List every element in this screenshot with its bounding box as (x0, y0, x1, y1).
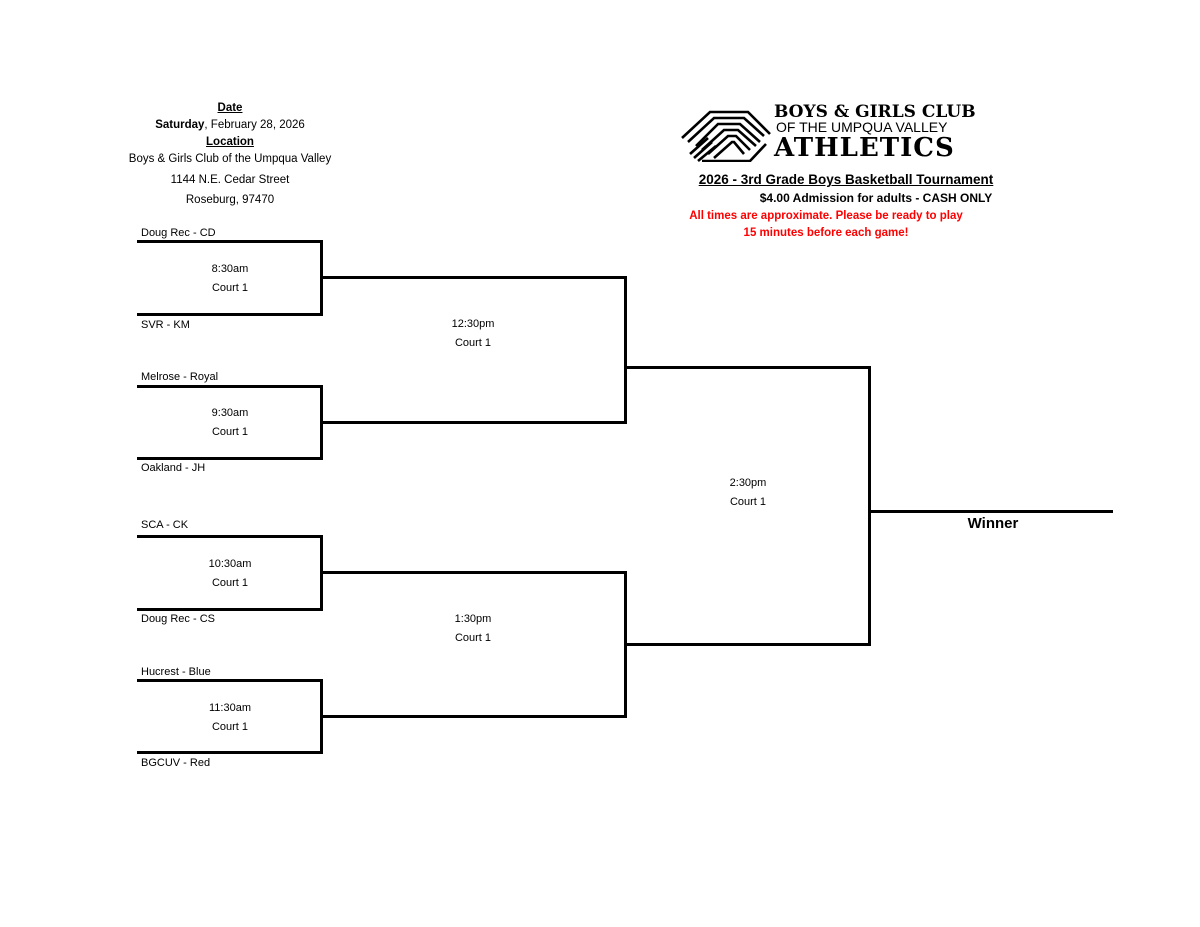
bracket-connector (320, 276, 627, 279)
bracket-line (137, 313, 323, 316)
winner-line (868, 510, 1113, 513)
bracket-line (624, 276, 627, 424)
venue-city: Roseburg, 97470 (185, 194, 275, 206)
team-slot: BGCUV - Red (141, 757, 211, 769)
game-court: Court 1 (454, 337, 492, 349)
game-time: 1:30pm (454, 613, 492, 625)
bracket-line (137, 385, 323, 388)
event-info: Date Saturday, February 28, 2026 Locatio… (100, 100, 360, 209)
venue-street: 1144 N.E. Cedar Street (170, 174, 290, 186)
game-time: 11:30am (209, 702, 251, 714)
game-info: 8:30am Court 1 (170, 260, 290, 298)
game-info: 9:30am Court 1 (170, 404, 290, 442)
logo-line-1: BOYS & GIRLS CLUB (774, 102, 976, 122)
game-time: 10:30am (208, 558, 252, 570)
game-info: 10:30am Court 1 (170, 555, 290, 593)
bracket-connector (320, 571, 627, 574)
timing-notice-line-1: All times are approximate. Please be rea… (689, 210, 963, 222)
venue-name: Boys & Girls Club of the Umpqua Valley (128, 153, 332, 165)
game-time: 2:30pm (729, 477, 767, 489)
team-slot: Doug Rec - CS (141, 613, 215, 625)
team-slot: Doug Rec - CD (141, 227, 216, 239)
team-slot: Oakland - JH (141, 462, 206, 474)
event-date-day: Saturday (155, 119, 205, 131)
game-info: 1:30pm Court 1 (413, 610, 533, 648)
logo-line-2: OF THE UMPQUA VALLEY (776, 119, 948, 135)
game-court: Court 1 (729, 496, 767, 508)
game-time: 9:30am (211, 407, 249, 419)
club-logo: BOYS & GIRLS CLUB OF THE UMPQUA VALLEY A… (678, 102, 1008, 164)
game-info: 11:30am Court 1 (170, 699, 290, 737)
game-info: 2:30pm Court 1 (688, 474, 808, 512)
game-court: Court 1 (211, 721, 249, 733)
timing-notice: All times are approximate. Please be rea… (666, 208, 986, 242)
bracket-connector (624, 366, 871, 369)
event-date: Saturday, February 28, 2026 (100, 117, 360, 134)
admission-info: $4.00 Admission for adults - CASH ONLY (759, 191, 993, 205)
bracket-line (137, 457, 323, 460)
date-heading: Date (217, 102, 243, 114)
team-slot: SVR - KM (141, 319, 190, 331)
location-heading: Location (206, 136, 254, 148)
game-time: 12:30pm (451, 318, 495, 330)
bracket-connector (624, 643, 871, 646)
event-date-rest: , February 28, 2026 (204, 119, 305, 131)
game-court: Court 1 (211, 282, 249, 294)
bracket-line (137, 240, 323, 243)
bracket-connector (320, 421, 627, 424)
bracket-line (868, 366, 871, 646)
bracket-line (137, 679, 323, 682)
bracket-line (137, 608, 323, 611)
bracket-line (137, 535, 323, 538)
timing-notice-line-2: 15 minutes before each game! (743, 227, 909, 239)
game-court: Court 1 (454, 632, 492, 644)
team-slot: Hucrest - Blue (141, 666, 211, 678)
game-time: 8:30am (211, 263, 249, 275)
bracket-connector (320, 715, 627, 718)
tournament-title: 2026 - 3rd Grade Boys Basketball Tournam… (698, 172, 994, 187)
logo-line-3: ATHLETICS (774, 133, 955, 163)
game-court: Court 1 (211, 426, 249, 438)
handshake-icon (681, 110, 771, 162)
game-court: Court 1 (211, 577, 249, 589)
team-slot: Melrose - Royal (141, 371, 219, 383)
bracket-line (137, 751, 323, 754)
team-slot: SCA - CK (141, 519, 189, 531)
game-info: 12:30pm Court 1 (413, 315, 533, 353)
winner-label: Winner (967, 515, 1019, 532)
